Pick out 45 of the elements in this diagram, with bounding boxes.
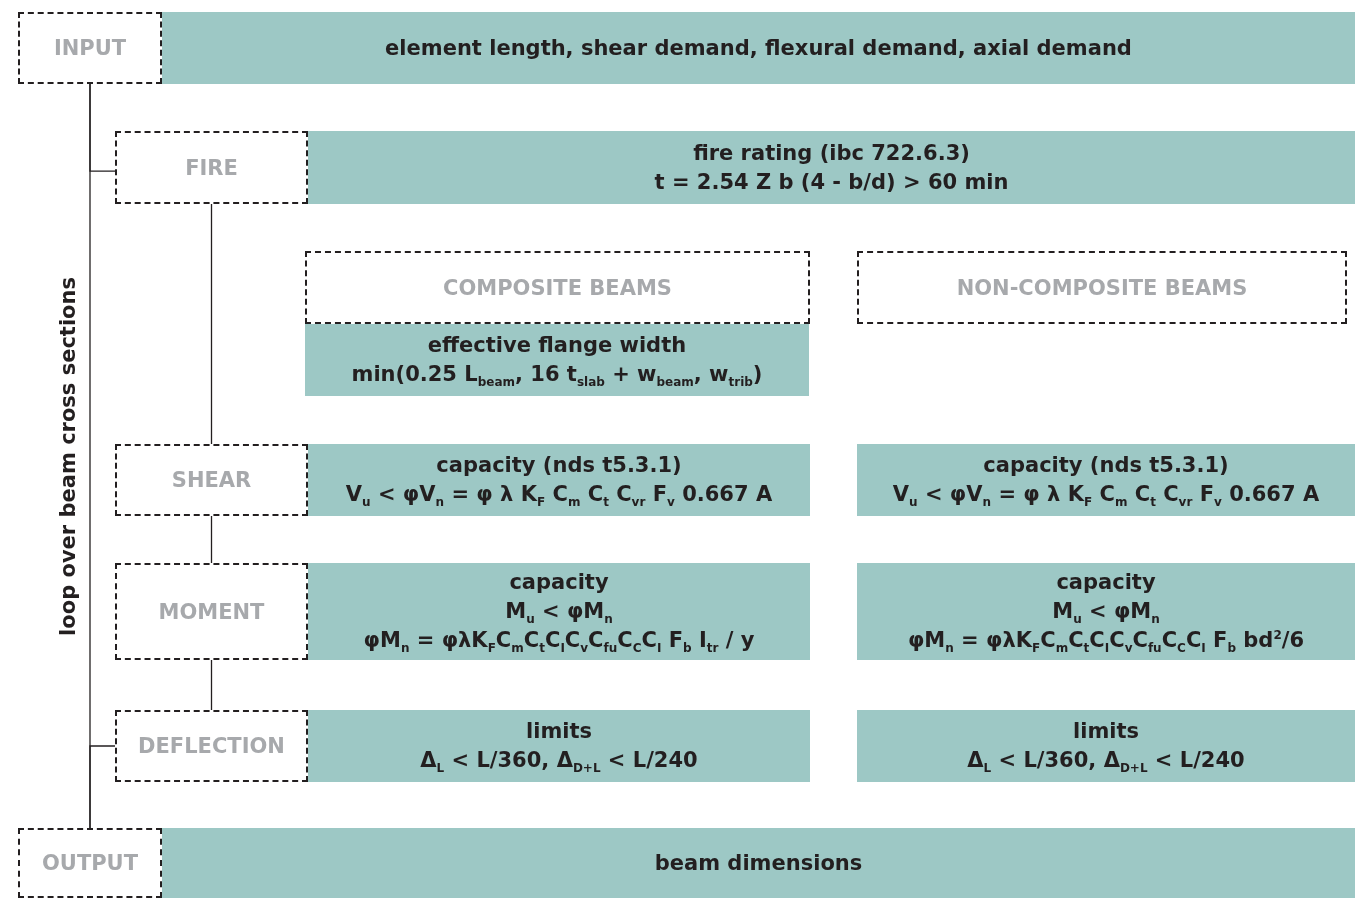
heading-text: fire rating (ibc 722.6.3) bbox=[693, 139, 970, 167]
content-panel bbox=[308, 131, 1355, 204]
formula-text: t = 2.54 Z b (4 - b/d) > 60 min bbox=[654, 168, 1009, 196]
connector-line bbox=[210, 515, 213, 564]
heading-text: capacity bbox=[509, 569, 609, 596]
content-panel bbox=[857, 444, 1355, 516]
content-panel bbox=[857, 563, 1355, 660]
formula-text: Δ$_{L}$ < L/360, Δ$_{D+L}$ < L/240 bbox=[967, 747, 1245, 775]
connector-line bbox=[210, 203, 213, 445]
content-panel bbox=[308, 710, 810, 782]
step-label: NON-COMPOSITE BEAMS bbox=[956, 275, 1248, 300]
step-label: FIRE bbox=[185, 155, 238, 180]
step-label: MOMENT bbox=[158, 599, 265, 624]
step-label: COMPOSITE BEAMS bbox=[443, 275, 672, 300]
formula-text: V$_{u}$ < φV$_{n}$ = φ λ K$_{F}$ C$_{m}$ C$_{t}$ C$_{vr}$ F$_{v}$ 0.667 A bbox=[892, 481, 1320, 509]
heading-text: effective flange width bbox=[427, 332, 687, 359]
step-label: OUTPUT bbox=[42, 851, 138, 875]
step-label: SHEAR bbox=[171, 468, 252, 492]
step-label: INPUT bbox=[53, 36, 127, 60]
dashed-step-box bbox=[857, 251, 1347, 324]
formula-text: φM$_{n}$ = φλK$_{F}$C$_{m}$C$_{t}$C$_{I}$C$_{v}$C$_{fu}$C$_{C}$C$_{I}$ F$_{b}$ bd$^{2}$/6 bbox=[907, 627, 1305, 655]
content-panel bbox=[857, 710, 1355, 782]
heading-text: capacity bbox=[1056, 569, 1156, 596]
content-panel bbox=[305, 324, 809, 396]
connector-line bbox=[89, 745, 116, 829]
content-panel bbox=[308, 563, 810, 660]
heading-text: capacity (nds t5.3.1) bbox=[983, 452, 1229, 479]
edge-label: loop over beam cross sections bbox=[56, 276, 80, 636]
content-panel bbox=[308, 444, 810, 516]
heading-text: limits bbox=[1073, 718, 1139, 745]
formula-text: Δ$_{L}$ < L/360, Δ$_{D+L}$ < L/240 bbox=[420, 747, 698, 775]
description-text: element length, shear demand, flexural demand, axial demand bbox=[385, 34, 1132, 62]
content-panel bbox=[162, 828, 1355, 898]
heading-text: capacity (nds t5.3.1) bbox=[436, 452, 682, 479]
formula-text: V$_{u}$ < φV$_{n}$ = φ λ K$_{F}$ C$_{m}$ C$_{t}$ C$_{vr}$ F$_{v}$ 0.667 A bbox=[345, 481, 773, 509]
connector-line bbox=[89, 83, 116, 172]
step-label: DEFLECTION bbox=[138, 734, 285, 758]
content-panel bbox=[162, 12, 1355, 84]
formula-text: φM$_{n}$ = φλK$_{F}$C$_{m}$C$_{t}$C$_{I}$C$_{v}$C$_{fu}$C$_{C}$C$_{I}$ F$_{b}$ I$_{tr}$ / y bbox=[363, 627, 755, 655]
connector-line bbox=[210, 659, 213, 711]
heading-text: limits bbox=[526, 718, 592, 745]
formula-text: M$_{u}$ < φM$_{n}$ bbox=[505, 598, 613, 626]
formula-text: M$_{u}$ < φM$_{n}$ bbox=[1052, 598, 1160, 626]
formula-text: min(0.25 L$_{beam}$, 16 t$_{slab}$ + w$_{beam}$, w$_{trib}$) bbox=[351, 361, 763, 389]
description-text: beam dimensions bbox=[654, 849, 863, 877]
